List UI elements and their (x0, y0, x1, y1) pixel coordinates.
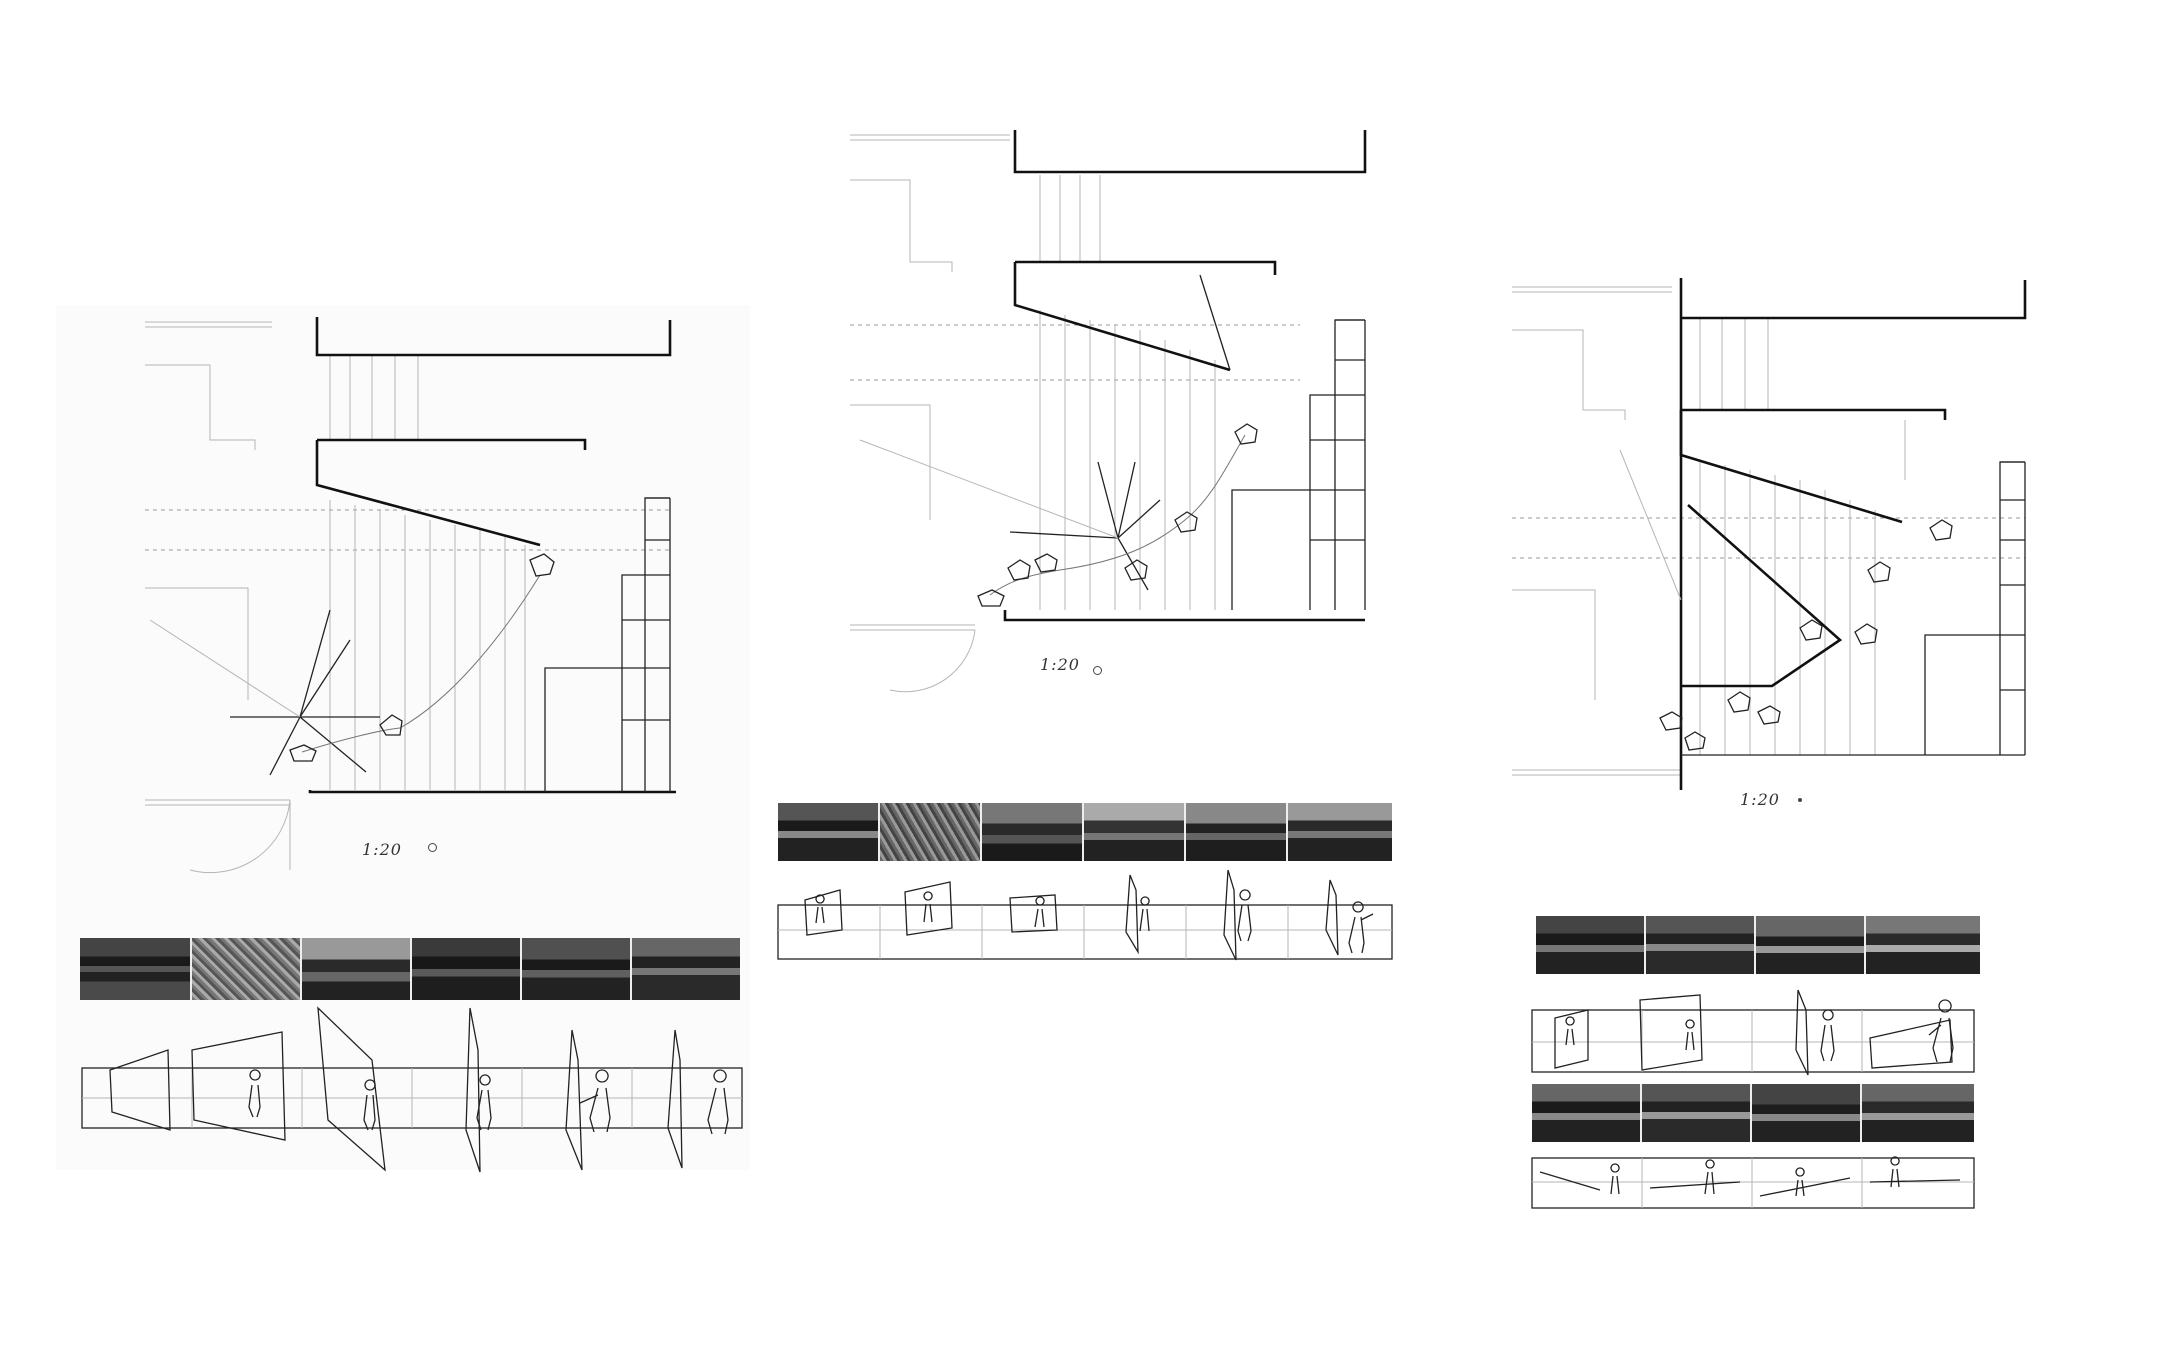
photo-strip-2 (778, 803, 1392, 861)
north-arrow-icon (1093, 666, 1102, 675)
figure-icon (1610, 1156, 1900, 1197)
photo-strip-3a (1536, 916, 1980, 974)
north-arrow-icon (1798, 798, 1802, 802)
footprint-icon (1659, 519, 1953, 751)
footprint-icon (977, 423, 1258, 607)
footprint-icon (289, 553, 555, 762)
scale-label-2: 1:20 (1040, 655, 1080, 674)
north-arrow-icon (428, 843, 437, 852)
scale-label-1: 1:20 (362, 840, 402, 859)
scale-label-3: 1:20 (1740, 790, 1780, 809)
drawing-sheet-1 (56, 305, 750, 1170)
figure-icon (248, 1069, 729, 1135)
figure-icon (1565, 999, 1954, 1063)
figure-icon (815, 889, 1374, 954)
photo-strip-1 (80, 938, 740, 1000)
photo-strip-3b (1532, 1084, 1974, 1142)
